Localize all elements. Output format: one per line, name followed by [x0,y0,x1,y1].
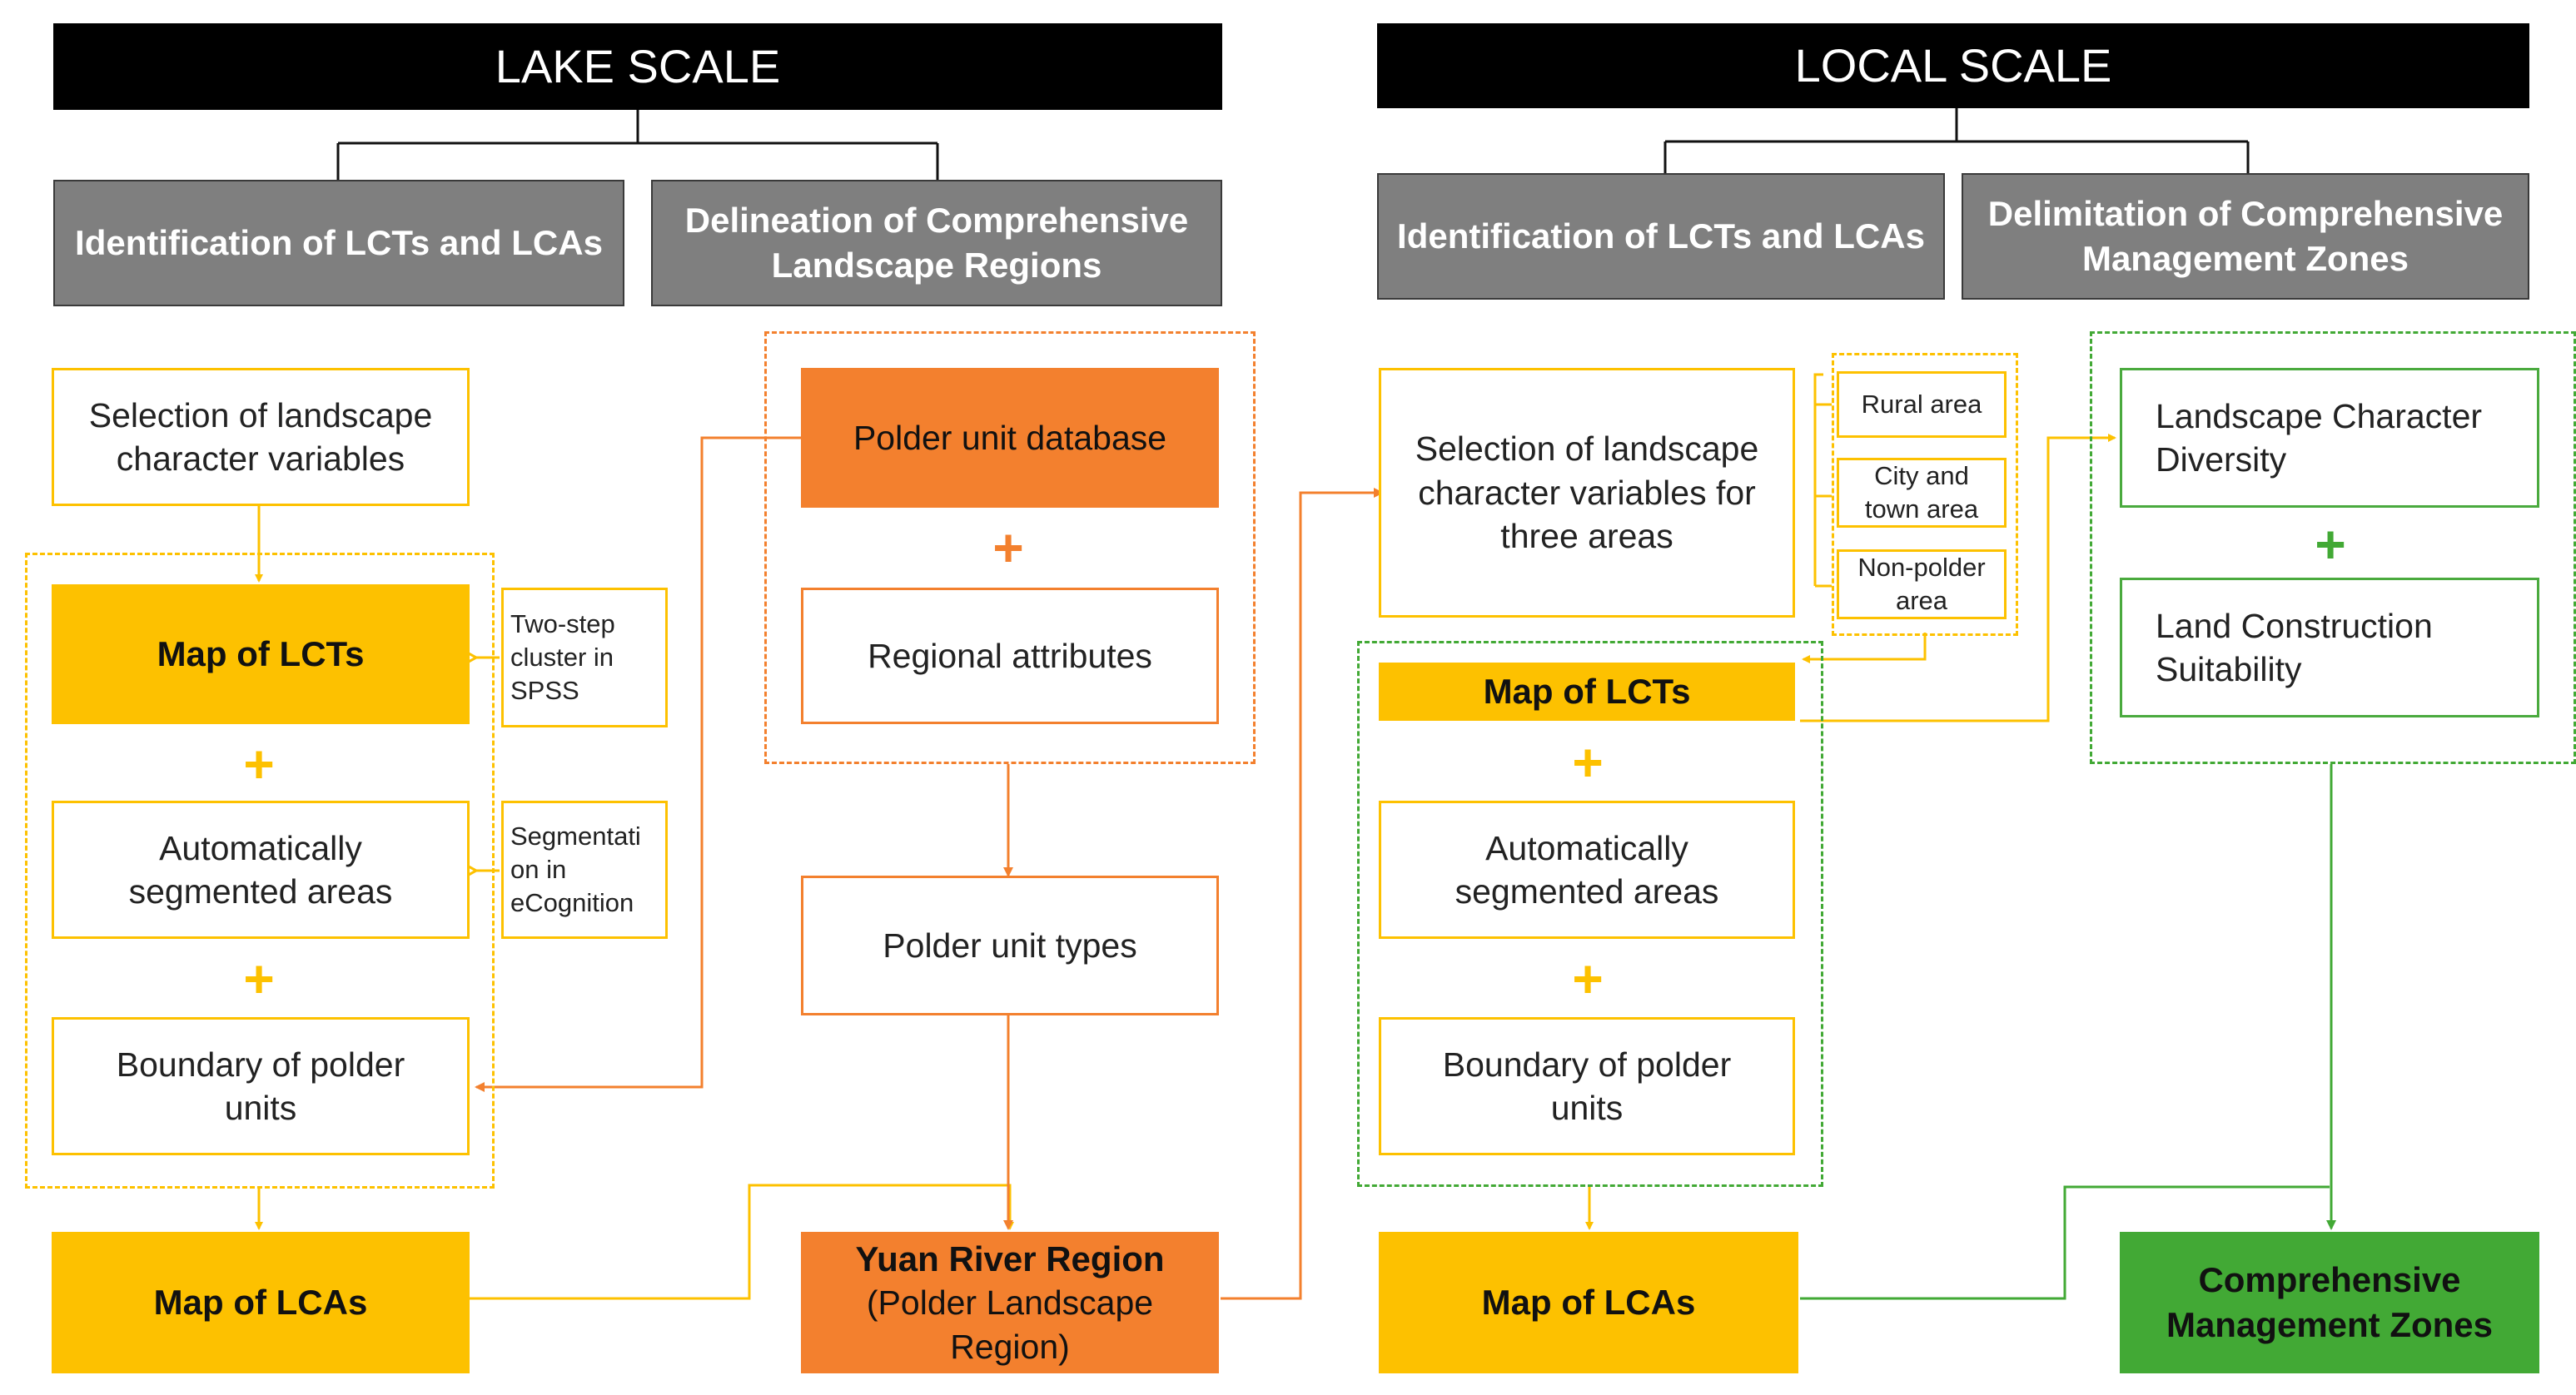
local-map-lcts-box: Map of LCTs [1379,663,1795,721]
local-selection-variables-box: Selection of landscape character variabl… [1379,368,1795,618]
lake-identification-box: Identification of LCTs and LCAs [53,180,624,306]
plus-icon: + [1572,949,1604,1009]
lake-map-lcts-box: Map of LCTs [52,584,470,724]
header-tree-lines [336,108,2250,180]
plus-icon: + [992,518,1024,578]
polder-unit-database-box: Polder unit database [801,368,1219,508]
areas-group-frame [1832,353,2018,636]
segmentation-ecognition-box: Segmentati on in eCognition [501,801,668,939]
lake-selection-variables-box: Selection of landscape character variabl… [52,368,470,506]
lct-group-frame-local [1357,641,1823,1187]
landscape-character-diversity-box: Landscape Character Diversity [2120,368,2539,508]
local-scale-header: LOCAL SCALE [1377,23,2529,108]
regional-attributes-box: Regional attributes [801,588,1219,724]
yuan-river-region-title: Yuan River Region [855,1239,1165,1278]
rural-area-box: Rural area [1837,371,2007,438]
local-map-lcas-box: Map of LCAs [1379,1232,1798,1373]
non-polder-area-box: Non-polder area [1837,549,2007,619]
yuan-river-region-subtitle: (Polder Landscape Region) [866,1283,1154,1366]
yuan-river-region-box: Yuan River Region (Polder Landscape Regi… [801,1232,1219,1373]
lake-boundary-polder-box: Boundary of polder units [52,1017,470,1155]
two-step-cluster-box: Two-step cluster in SPSS [501,588,668,727]
zone-group-frame [2090,331,2576,764]
lake-delineation-box: Delineation of Comprehensive Landscape R… [651,180,1222,306]
local-identification-box: Identification of LCTs and LCAs [1377,173,1945,300]
plus-icon: + [243,949,275,1009]
land-construction-suitability-box: Land Construction Suitability [2120,578,2539,717]
local-boundary-polder-box: Boundary of polder units [1379,1017,1795,1155]
lake-scale-header: LAKE SCALE [53,23,1222,110]
plus-icon: + [2315,514,2346,574]
polder-group-frame [764,331,1256,764]
lake-auto-segmented-box: Automatically segmented areas [52,801,470,939]
comprehensive-management-zones-box: Comprehensive Management Zones [2120,1232,2539,1373]
plus-icon: + [1572,732,1604,792]
lake-map-lcas-box: Map of LCAs [52,1232,470,1373]
polder-unit-types-box: Polder unit types [801,876,1219,1015]
local-auto-segmented-box: Automatically segmented areas [1379,801,1795,939]
city-town-area-box: City and town area [1837,458,2007,528]
local-delimitation-box: Delimitation of Comprehensive Management… [1962,173,2529,300]
plus-icon: + [243,734,275,794]
lct-group-frame-lake [25,553,495,1189]
